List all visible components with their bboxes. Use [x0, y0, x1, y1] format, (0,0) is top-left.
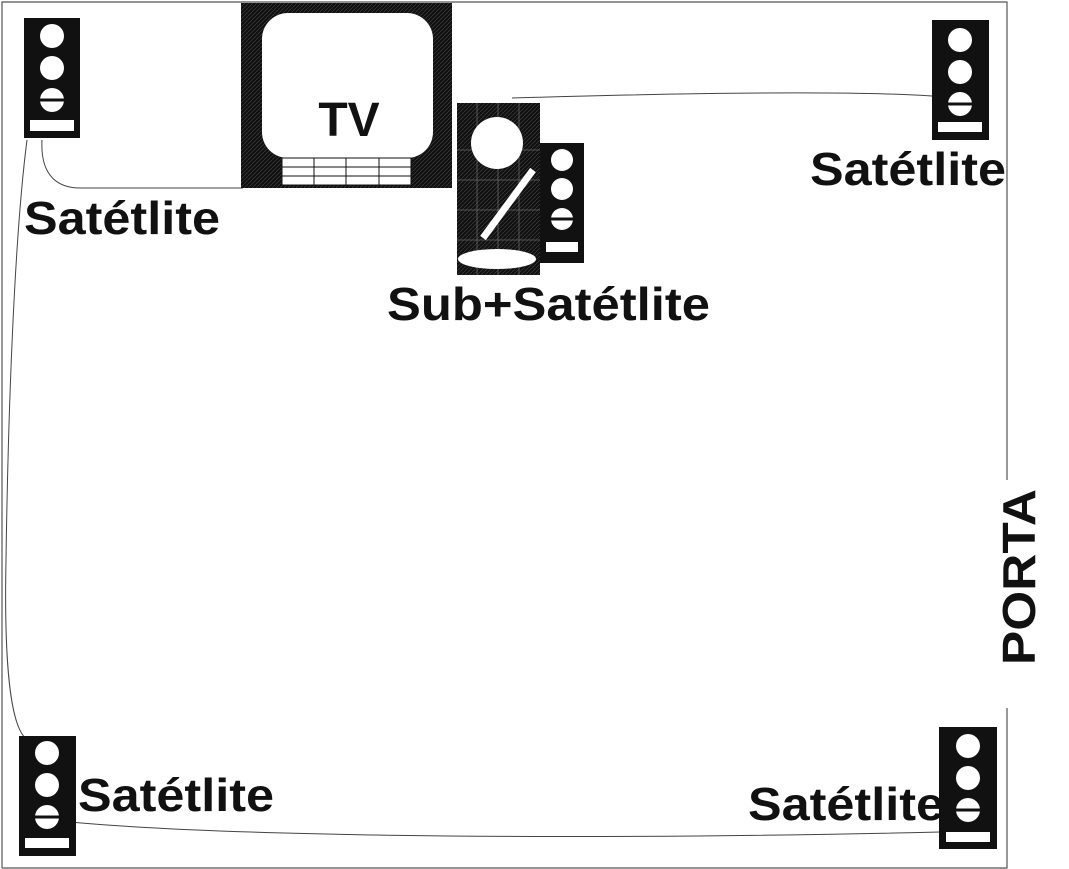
speaker-icon-top-left — [24, 18, 80, 138]
tv-icon — [241, 3, 452, 188]
satellite-label-top-left: Satétlite — [24, 192, 220, 244]
speaker-icon-top-right — [932, 20, 989, 140]
room-walls — [1, 1, 1008, 869]
speaker-icon-bottom-right — [939, 727, 997, 849]
satellite-label-bottom-left: Satétlite — [78, 769, 274, 821]
speaker-icon-sub — [540, 143, 584, 263]
speaker-icon-bottom-left — [19, 736, 76, 856]
satellite-label-bottom-right: Satétlite — [748, 778, 944, 830]
speaker-wires — [5, 92, 941, 838]
satellite-label-top-right: Satétlite — [810, 143, 1006, 195]
tv-label: TV — [318, 94, 379, 147]
sub-satellite-label: Sub+Satétlite — [387, 278, 710, 330]
door-label: PORTA — [993, 489, 1045, 665]
subwoofer-icon — [457, 103, 540, 275]
